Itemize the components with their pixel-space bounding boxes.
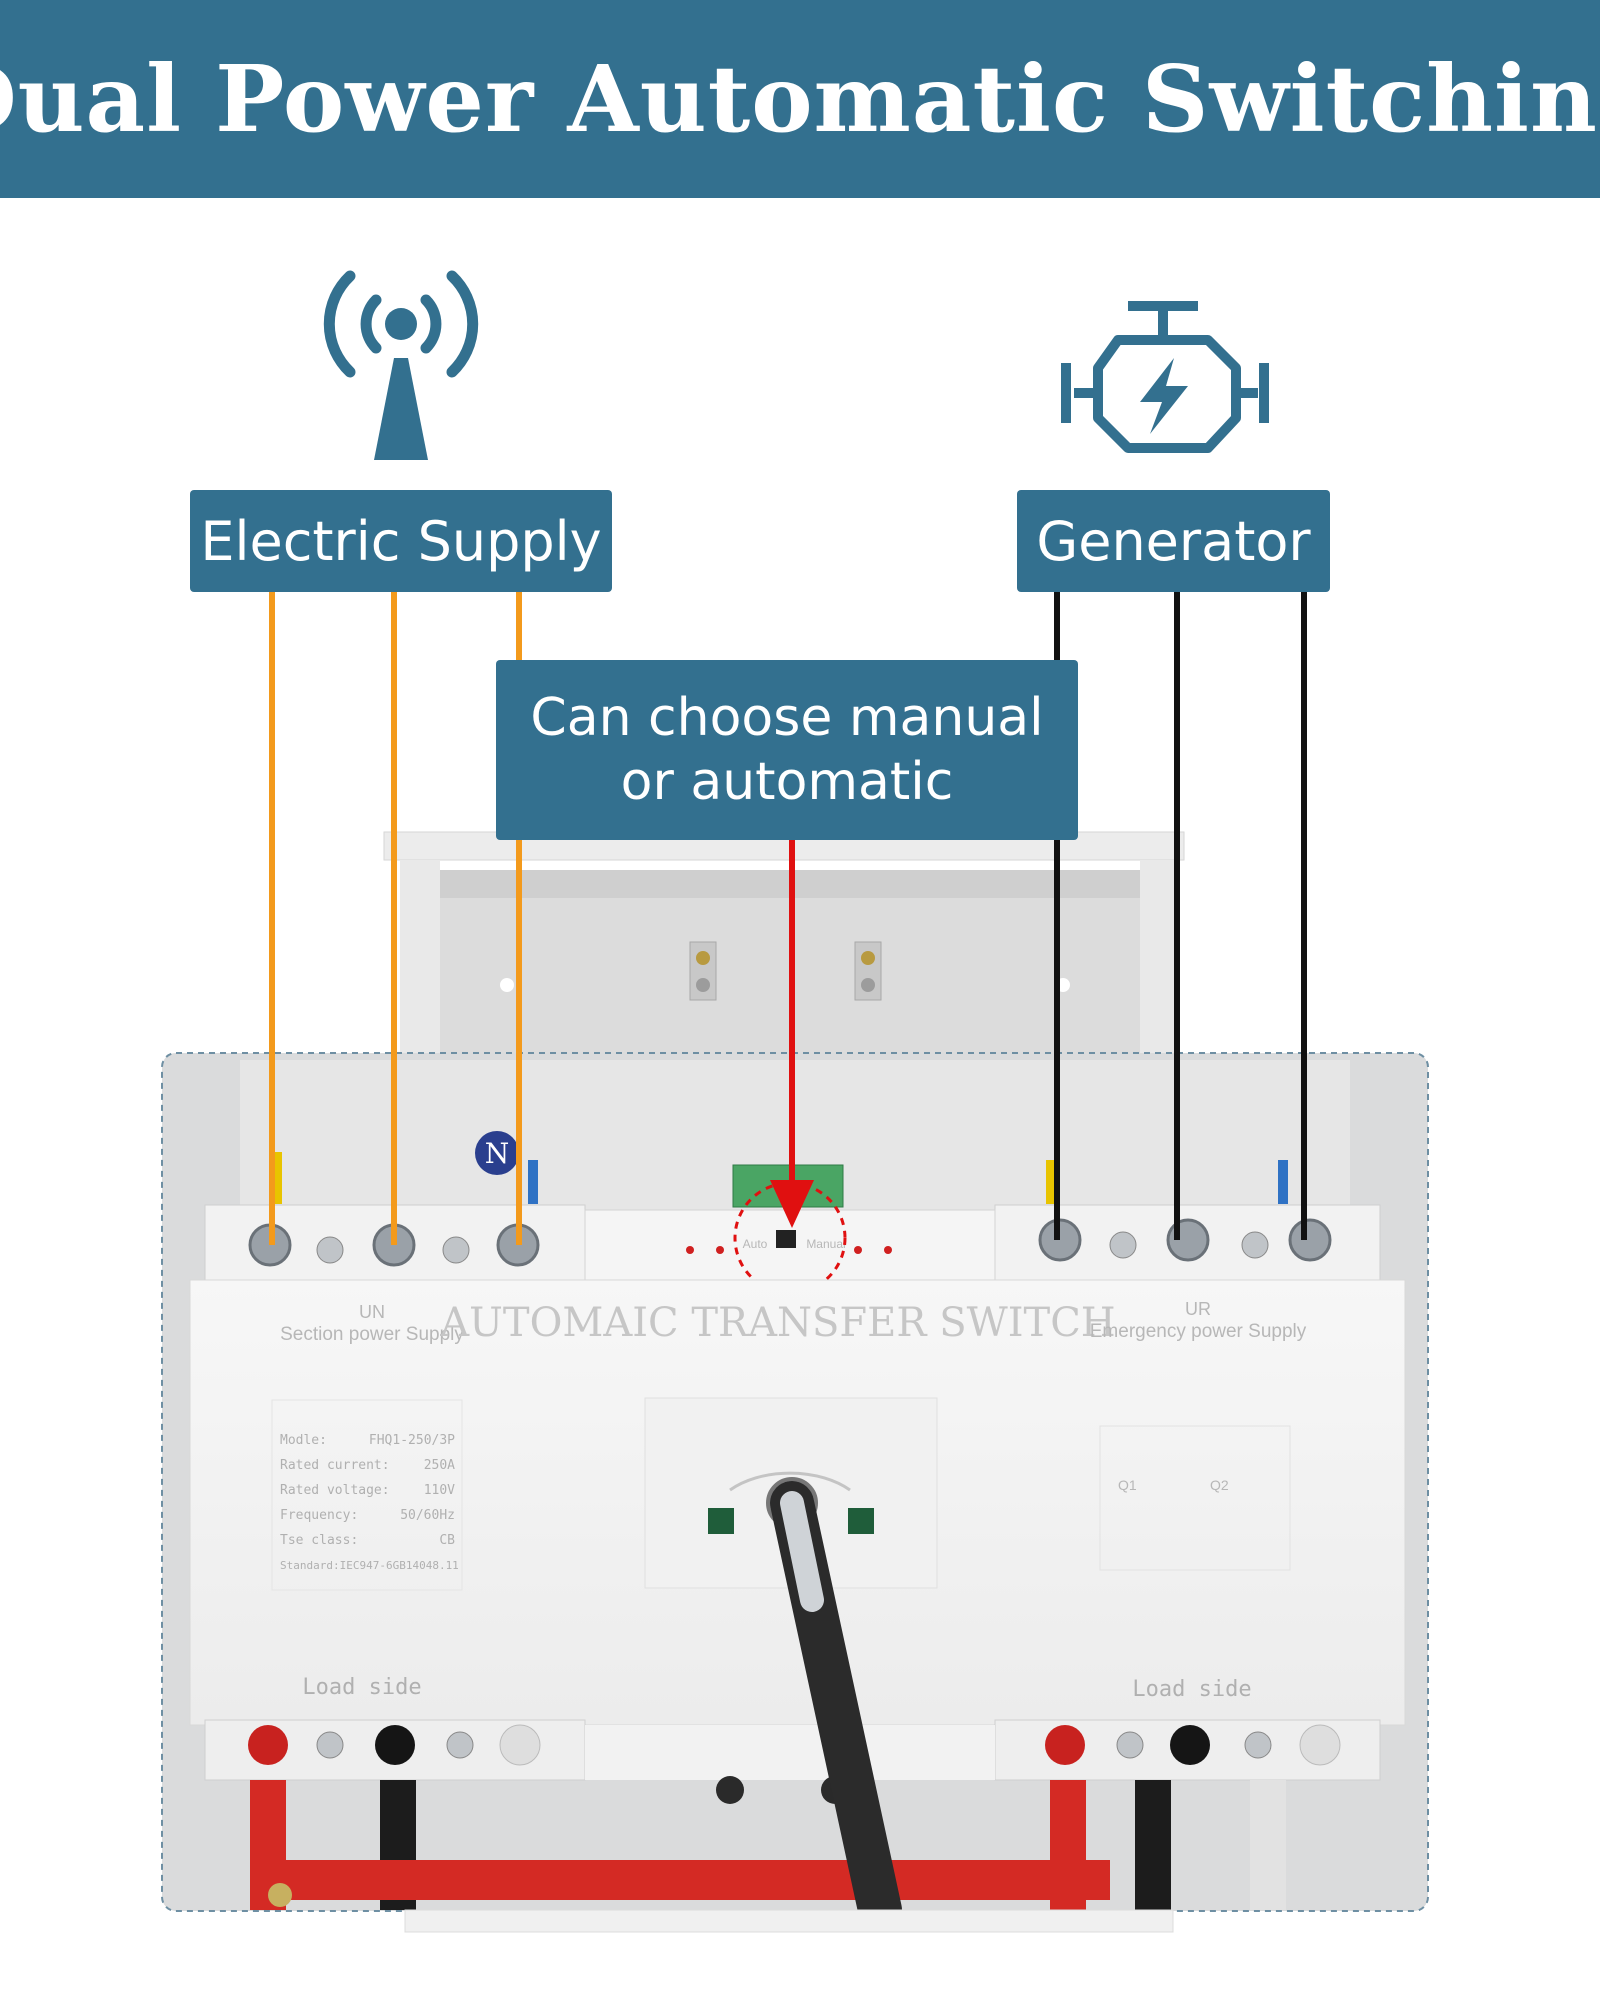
manual-handle xyxy=(770,1481,902,1932)
diagram-q2: Q2 xyxy=(1210,1477,1229,1493)
spec-freq-value: 50/60Hz xyxy=(400,1508,455,1523)
spec-model-value: FHQ1-250/3P xyxy=(369,1433,455,1448)
mode-callout-line2: or automatic xyxy=(620,752,954,812)
mode-selector-highlight xyxy=(733,1181,847,1295)
spec-voltage-value: 110V xyxy=(424,1483,455,1498)
signal-tower-icon xyxy=(323,270,479,460)
spec-current-label: Rated current: xyxy=(280,1458,390,1473)
spec-freq-label: Frequency: xyxy=(280,1508,358,1523)
mode-callout-line1: Can choose manual xyxy=(530,688,1044,748)
enclosure-top xyxy=(383,831,1185,1060)
engine-icon xyxy=(1061,301,1269,453)
supply-right-label: UR xyxy=(1185,1299,1211,1319)
bottom-terminal-row xyxy=(204,1719,1381,1910)
supply-left-sub: Section power Supply xyxy=(280,1324,464,1345)
switch-title: AUTOMAIC TRANSFER SWITCH xyxy=(439,1300,1115,1346)
neutral-marker: N xyxy=(485,1137,510,1170)
spec-current-value: 250A xyxy=(424,1458,455,1473)
supply-right-sub: Emergency power Supply xyxy=(1090,1321,1307,1342)
load-right-label: Load side xyxy=(1132,1677,1251,1702)
spec-class-label: Tse class: xyxy=(280,1533,358,1548)
diagram-q1: Q1 xyxy=(1118,1477,1137,1493)
mode-callout: Can choose manual or automatic xyxy=(496,660,1078,840)
load-left-label: Load side xyxy=(302,1675,421,1700)
electric-supply-label: Electric Supply xyxy=(190,490,612,592)
mode-indicator-arrow xyxy=(770,840,814,1228)
spec-standard: Standard:IEC947-6GB14048.11 xyxy=(280,1559,459,1572)
spec-model-label: Modle: xyxy=(280,1433,327,1448)
spec-class-value: CB xyxy=(439,1533,455,1548)
mode-auto-label: Auto xyxy=(743,1237,768,1251)
header-banner: Dual Power Automatic Switching xyxy=(0,0,1600,198)
generator-label: Generator xyxy=(1017,490,1330,592)
page-title: Dual Power Automatic Switching xyxy=(0,45,1600,153)
mode-manual-label: Manual xyxy=(806,1237,845,1251)
supply-left-label: UN xyxy=(359,1302,385,1322)
spec-voltage-label: Rated voltage: xyxy=(280,1483,390,1498)
